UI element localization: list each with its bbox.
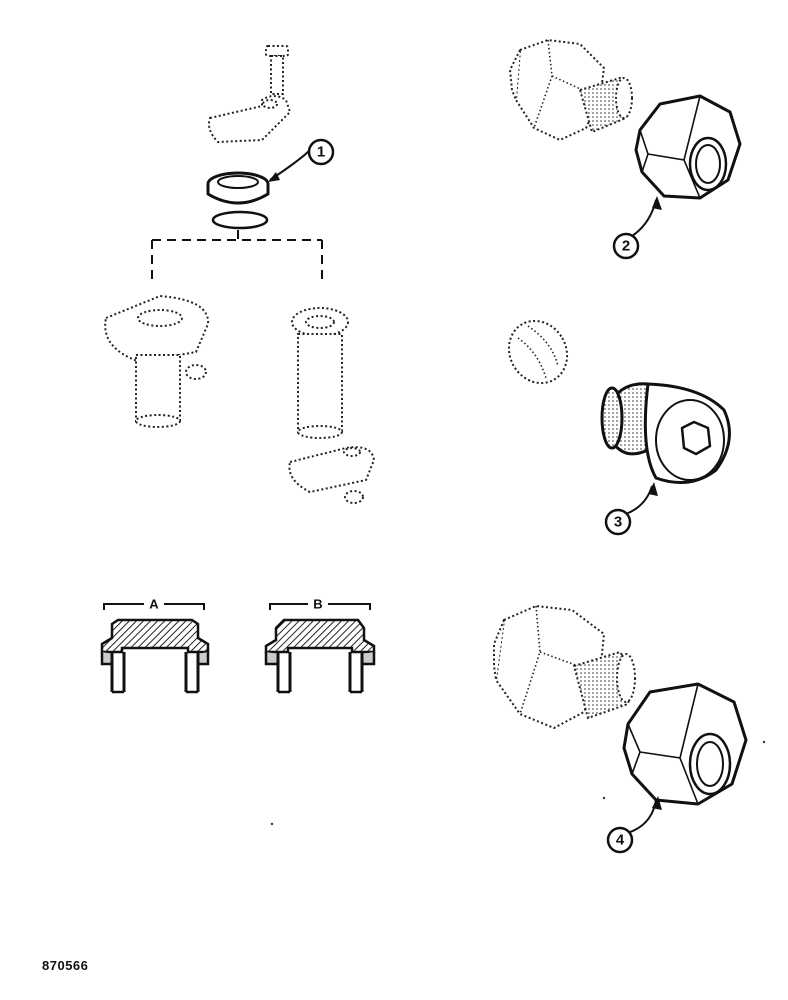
flange-clamp-half-bottom-ghost	[288, 446, 376, 494]
callout-4-label: 4	[616, 832, 625, 849]
flange-clamp-half-top-ghost	[208, 95, 292, 144]
section-view-a: A	[100, 597, 210, 694]
option-dashed-bracket	[151, 230, 323, 284]
o-ring	[211, 210, 269, 230]
callout-3: 3	[604, 482, 658, 536]
flange-nut-ghost-right	[344, 490, 364, 504]
callout-2-label: 2	[622, 238, 630, 255]
hex-socket-plug	[600, 382, 731, 484]
cap-nut	[634, 94, 742, 200]
speck	[602, 796, 606, 800]
flange-fitting-left-ghost	[104, 294, 210, 428]
section-label-a: A	[149, 597, 159, 612]
cap-nut-large	[622, 682, 748, 806]
flange-nut-ghost-left	[185, 364, 207, 380]
adapter-fitting-ghost-top	[508, 38, 633, 142]
seal-ghost	[507, 319, 569, 385]
callout-3-label: 3	[614, 514, 622, 531]
callout-2: 2	[612, 196, 662, 260]
section-view-b: B	[264, 597, 376, 694]
speck	[762, 740, 766, 744]
section-label-b: B	[313, 597, 322, 612]
figure-reference-code: 870566	[42, 958, 89, 973]
speck	[270, 822, 274, 826]
adapter-fitting-ghost-bottom	[493, 604, 636, 730]
flange-bolt-ghost	[265, 45, 289, 95]
callout-4: 4	[606, 796, 662, 854]
flange-fitting-right-ghost	[288, 307, 376, 504]
callout-1: 1	[268, 138, 335, 182]
flange-seal-ring	[206, 171, 270, 205]
callout-1-label: 1	[317, 144, 325, 161]
